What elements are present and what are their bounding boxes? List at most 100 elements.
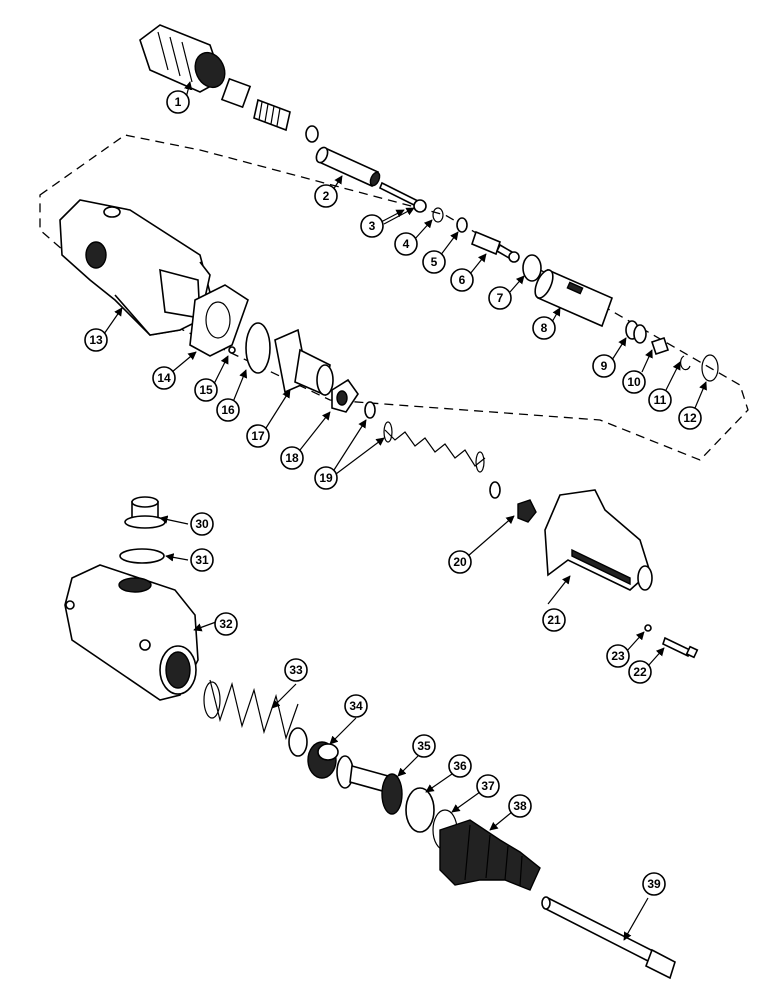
callout-38: 38 (508, 794, 532, 818)
callout-2: 2 (314, 184, 338, 208)
callout-15: 15 (194, 378, 218, 402)
part-33-spring (203, 679, 308, 757)
callout-6: 6 (450, 268, 474, 292)
part-30-plug (124, 496, 166, 529)
callout-label: 21 (547, 613, 561, 627)
callout-label: 5 (431, 255, 438, 269)
part-8-sleeve (534, 268, 614, 328)
callout-label: 30 (195, 517, 209, 531)
callout-20: 20 (448, 550, 472, 574)
part-3-pin (378, 181, 427, 213)
callout-label: 20 (453, 555, 467, 569)
part-15-ball (228, 346, 236, 354)
part-14-gasket (189, 284, 249, 357)
part-35-piston (336, 755, 403, 815)
part-19-washer (364, 401, 376, 419)
part-2-tube (315, 146, 381, 188)
callout-8: 8 (532, 316, 556, 340)
callout-label: 15 (199, 383, 213, 397)
part-31-gasket (119, 548, 165, 564)
part-9-spring (625, 320, 647, 344)
callout-label: 4 (403, 237, 410, 251)
callout-label: 6 (459, 273, 466, 287)
part-39-push-rod (541, 896, 676, 980)
part-1-valve-housing (139, 24, 226, 93)
callout-label: 31 (195, 553, 209, 567)
callout-label: 11 (654, 393, 667, 407)
part-7-o-ring (522, 254, 542, 282)
part-12-snap-ring (701, 354, 719, 382)
callout-label: 36 (453, 759, 467, 773)
part-38-boot (439, 819, 541, 891)
part-5-ring (456, 217, 468, 233)
callout-label: 14 (157, 371, 171, 385)
callout-label: 38 (513, 799, 527, 813)
callout-label: 18 (285, 451, 299, 465)
part-6-valve-stem (471, 230, 520, 263)
callout-label: 22 (633, 665, 647, 679)
callout-label: 37 (481, 779, 495, 793)
part-21-cylinder (544, 489, 653, 591)
callout-17: 17 (246, 424, 270, 448)
callout-34: 34 (344, 694, 368, 718)
callout-35: 35 (412, 734, 436, 758)
part-11-clip (680, 355, 691, 371)
callout-12: 12 (678, 406, 702, 430)
callout-label: 12 (683, 411, 697, 425)
callout-30: 30 (190, 512, 214, 536)
callout-13: 13 (84, 328, 108, 352)
callout-group: 1234567891011121314151617181920212223303… (84, 90, 702, 896)
callout-label: 35 (417, 739, 431, 753)
callout-label: 8 (541, 321, 548, 335)
callout-31: 31 (190, 548, 214, 572)
callout-3: 3 (360, 214, 384, 238)
callout-5: 5 (422, 250, 446, 274)
callout-label: 9 (601, 359, 608, 373)
callout-1: 1 (166, 90, 190, 114)
callout-36: 36 (448, 754, 472, 778)
part-34-cup-seal (307, 741, 339, 779)
callout-19: 19 (314, 466, 338, 490)
part-4-ring (432, 207, 444, 223)
part-18-nut (331, 378, 359, 413)
callout-label: 10 (627, 375, 641, 389)
part-32-reservoir-body (64, 564, 199, 701)
callout-14: 14 (152, 366, 176, 390)
callout-37: 37 (476, 774, 500, 798)
part-16-ring (245, 322, 271, 374)
callout-label: 19 (319, 471, 333, 485)
callout-4: 4 (394, 232, 418, 256)
callout-label: 16 (221, 403, 235, 417)
callout-label: 13 (89, 333, 103, 347)
callout-label: 7 (497, 291, 504, 305)
callout-label: 33 (289, 663, 303, 677)
callout-label: 17 (251, 429, 265, 443)
part-36-washer (405, 787, 435, 833)
callout-22: 22 (628, 660, 652, 684)
assembly-group-outline (39, 134, 749, 461)
callout-9: 9 (592, 354, 616, 378)
callout-16: 16 (216, 398, 240, 422)
callout-label: 32 (219, 617, 233, 631)
part-20-nut (517, 499, 537, 523)
callout-21: 21 (542, 608, 566, 632)
part-19-washer-end (489, 481, 501, 499)
part-13-main-housing (59, 199, 213, 336)
callout-label: 1 (175, 95, 182, 109)
part-17-piston (274, 328, 334, 397)
callout-label: 3 (369, 219, 376, 233)
callout-23: 23 (606, 644, 630, 668)
callout-32: 32 (214, 612, 238, 636)
callout-33: 33 (284, 658, 308, 682)
part-23-washer (644, 624, 652, 632)
part-22-bolt (662, 636, 699, 659)
part-10-cap (650, 336, 670, 356)
callout-label: 34 (349, 699, 363, 713)
callout-39: 39 (642, 872, 666, 896)
part-19-spring (383, 421, 486, 473)
callout-18: 18 (280, 446, 304, 470)
callout-7: 7 (488, 286, 512, 310)
callout-10: 10 (622, 370, 646, 394)
